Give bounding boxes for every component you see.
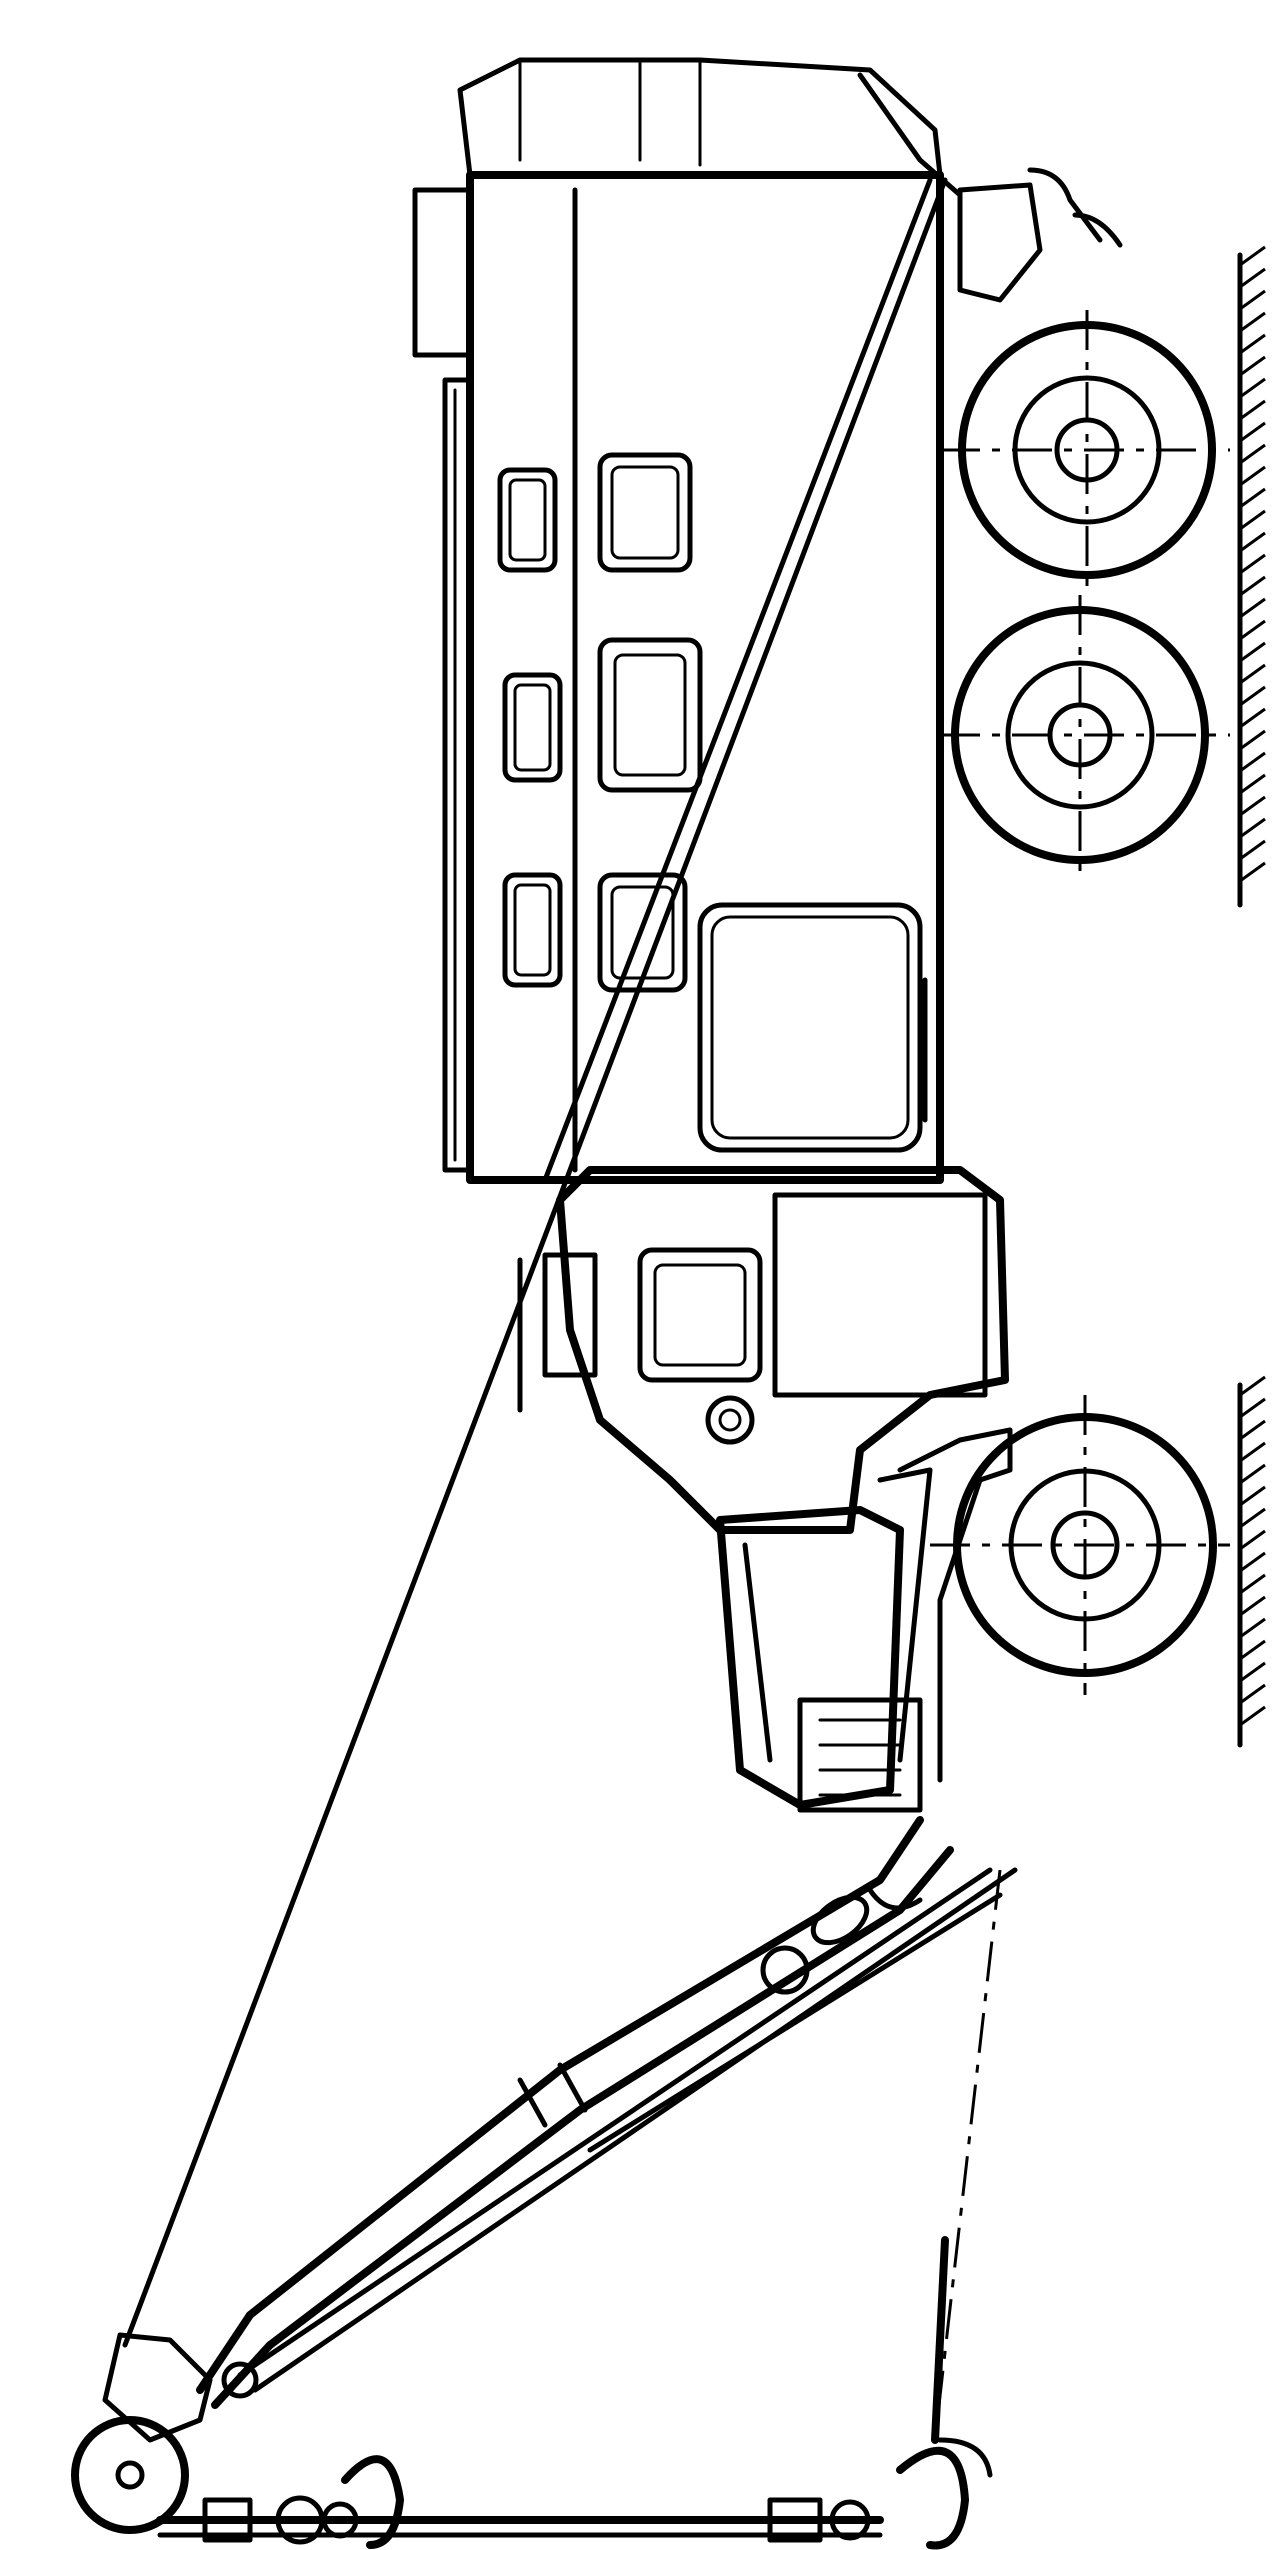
front-wheel	[930, 1395, 1230, 1695]
ground-hatch-mark	[1239, 311, 1266, 333]
ground-hatch-mark	[1239, 1507, 1266, 1529]
ground-hatch-mark	[1239, 773, 1266, 795]
ground-rear	[1237, 245, 1266, 908]
ground-hatch-mark	[1239, 377, 1266, 399]
rear-wheel-1	[940, 310, 1230, 590]
ground-hatch-mark	[1239, 1661, 1266, 1683]
tow-bar	[156, 2495, 884, 2545]
ground-hatch-mark	[1239, 597, 1266, 619]
boom-head-pulley	[71, 2332, 259, 2534]
ground-hatch-mark	[1239, 795, 1266, 817]
ground-hatch-mark	[1239, 575, 1266, 597]
ground-hatch-mark	[1239, 487, 1266, 509]
ground-hatch-mark	[1239, 289, 1266, 311]
ground-hatch-mark	[1239, 267, 1266, 289]
ground-hatch-mark	[1239, 1529, 1266, 1551]
hook-right	[896, 2437, 993, 2550]
ground-hatch-mark	[1239, 685, 1266, 707]
hoist-cable	[122, 177, 948, 2348]
ground-hatch-mark	[1239, 1683, 1266, 1705]
ground-hatch-mark	[1239, 1441, 1266, 1463]
ground-hatch-mark	[1239, 531, 1266, 553]
ground-hatch-mark	[1239, 839, 1266, 861]
ground-hatch-mark	[1239, 443, 1266, 465]
ground-hatch-mark	[1239, 509, 1266, 531]
ground-hatch-mark	[1239, 1551, 1266, 1573]
ground-hatch-mark	[1239, 333, 1266, 355]
cab	[517, 1166, 1009, 1534]
ground-hatch-mark	[1239, 641, 1266, 663]
ground-hatch-mark	[1239, 1617, 1266, 1639]
ground-hatch-mark	[1239, 729, 1266, 751]
ground-hatch-mark	[1239, 399, 1266, 421]
ground-hatch-mark	[1239, 1463, 1266, 1485]
boom-stays	[237, 1867, 1018, 2393]
ground-hatch-mark	[1239, 817, 1266, 839]
ground-hatch-mark	[1239, 1573, 1266, 1595]
ground-hatch-mark	[1239, 1375, 1266, 1397]
ground-hatch-mark	[1239, 553, 1266, 575]
rear-body	[412, 57, 963, 1184]
rear-wheel-2	[940, 595, 1230, 875]
ground-hatch-mark	[1239, 707, 1266, 729]
dashed-hook-line	[931, 1869, 1002, 2444]
ground-hatch-mark	[1239, 1639, 1266, 1661]
ground-hatch-mark	[1239, 465, 1266, 487]
engine-hood	[716, 1427, 1013, 1813]
hook-left	[341, 2455, 404, 2549]
rear-hitch	[957, 167, 1123, 303]
ground-hatch-mark	[1239, 663, 1266, 685]
ground-hatch-mark	[1239, 1595, 1266, 1617]
ground-front	[1237, 1375, 1266, 1748]
ground-hatch-mark	[1239, 1705, 1266, 1727]
ground-hatch-mark	[1239, 355, 1266, 377]
ground-hatch-mark	[1239, 421, 1266, 443]
ground-hatch-mark	[1239, 245, 1266, 267]
ground-hatch-mark	[1239, 1397, 1266, 1419]
ground-hatch-mark	[1239, 1419, 1266, 1441]
ground-hatch-mark	[1239, 751, 1266, 773]
boom-arm	[196, 1816, 954, 2409]
ground-hatch-mark	[1239, 1485, 1266, 1507]
ground-hatch-mark	[1239, 619, 1266, 641]
ground-hatch-mark	[1239, 861, 1266, 883]
